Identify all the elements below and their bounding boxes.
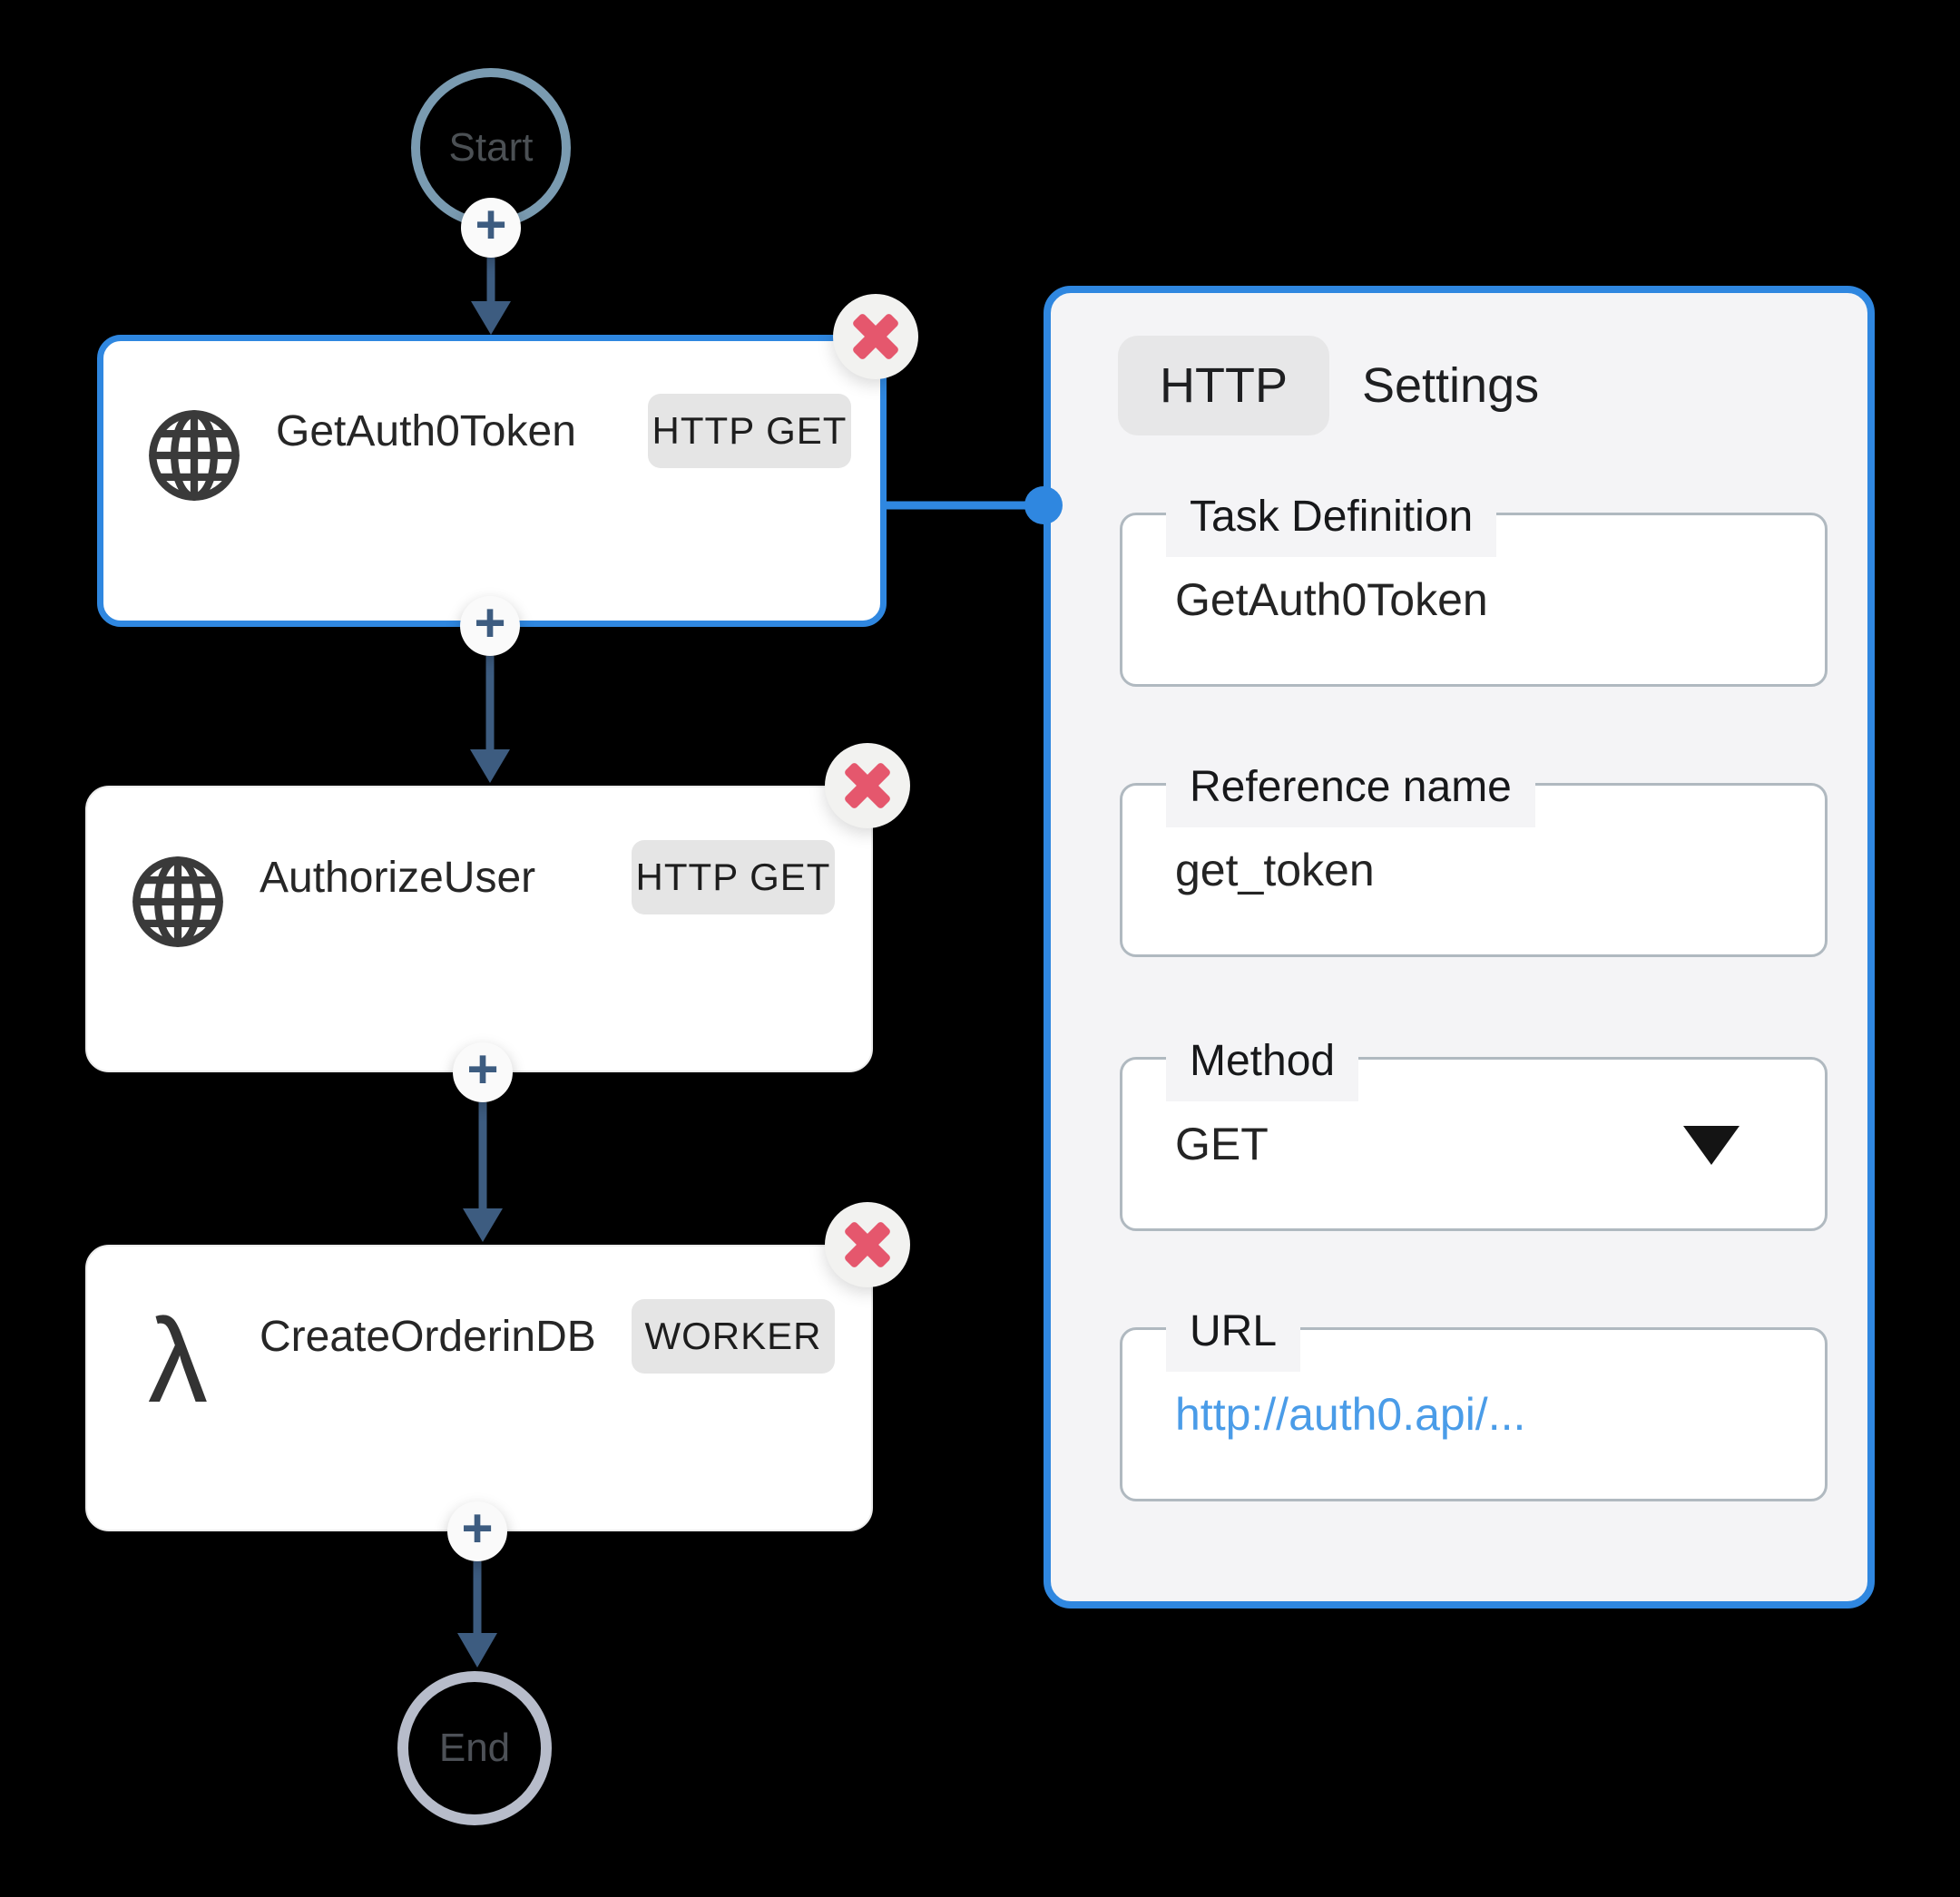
task-definition-value: GetAuth0Token — [1175, 574, 1488, 625]
field-label: URL — [1166, 1306, 1301, 1372]
globe-icon — [129, 853, 227, 951]
plus-icon: + — [466, 1039, 499, 1100]
tab-settings[interactable]: Settings — [1362, 358, 1540, 413]
end-label: End — [438, 1726, 511, 1770]
task-title: GetAuth0Token — [276, 407, 576, 455]
end-node[interactable]: End — [397, 1671, 552, 1825]
start-label: Start — [448, 125, 534, 170]
field-label: Method — [1166, 1036, 1359, 1101]
plus-icon: + — [475, 194, 507, 255]
arrow-node3-to-end — [457, 1561, 497, 1667]
task-node-createorderindb[interactable]: λ CreateOrderinDB WORKER — [85, 1245, 873, 1531]
task-title: AuthorizeUser — [260, 854, 536, 902]
url-field[interactable]: URL http://auth0.api/... — [1120, 1306, 1828, 1501]
url-value: http://auth0.api/... — [1175, 1389, 1526, 1440]
task-node-authorizeuser[interactable]: AuthorizeUser HTTP GET — [85, 786, 873, 1072]
task-title: CreateOrderinDB — [260, 1313, 596, 1361]
add-task-button[interactable]: + — [460, 596, 520, 656]
delete-task-button[interactable] — [833, 294, 918, 379]
arrow-start-to-node1 — [471, 258, 511, 335]
close-icon — [825, 1202, 910, 1287]
close-icon — [833, 294, 918, 379]
add-task-button[interactable]: + — [447, 1501, 507, 1561]
plus-icon: + — [461, 1498, 494, 1559]
close-icon — [825, 743, 910, 828]
method-value: GET — [1175, 1119, 1269, 1169]
node-panel-connector — [887, 486, 1063, 524]
task-settings-panel: HTTP Settings Task Definition GetAuth0To… — [1044, 286, 1875, 1609]
arrow-node2-to-node3 — [463, 1102, 503, 1242]
task-definition-field[interactable]: Task Definition GetAuth0Token — [1120, 492, 1828, 687]
lambda-glyph: λ — [148, 1294, 208, 1427]
panel-tabs: HTTP Settings — [1118, 335, 1539, 436]
task-node-getauth0token[interactable]: GetAuth0Token HTTP GET — [97, 335, 887, 627]
task-type-badge: HTTP GET — [632, 840, 835, 914]
tab-http[interactable]: HTTP — [1118, 336, 1329, 435]
reference-name-field[interactable]: Reference name get_token — [1120, 762, 1828, 957]
lambda-icon: λ — [129, 1294, 227, 1427]
method-select[interactable]: Method GET — [1120, 1036, 1828, 1231]
add-task-button[interactable]: + — [461, 198, 521, 258]
globe-icon — [145, 406, 243, 504]
field-label: Reference name — [1166, 762, 1535, 827]
caret-down-icon — [1683, 1126, 1740, 1165]
field-label: Task Definition — [1166, 492, 1497, 557]
reference-name-value: get_token — [1175, 845, 1375, 895]
delete-task-button[interactable] — [825, 743, 910, 828]
task-type-badge: HTTP GET — [648, 394, 851, 468]
delete-task-button[interactable] — [825, 1202, 910, 1287]
arrow-node1-to-node2 — [470, 656, 510, 783]
add-task-button[interactable]: + — [453, 1042, 513, 1102]
plus-icon: + — [474, 592, 506, 653]
task-type-badge: WORKER — [632, 1299, 835, 1374]
